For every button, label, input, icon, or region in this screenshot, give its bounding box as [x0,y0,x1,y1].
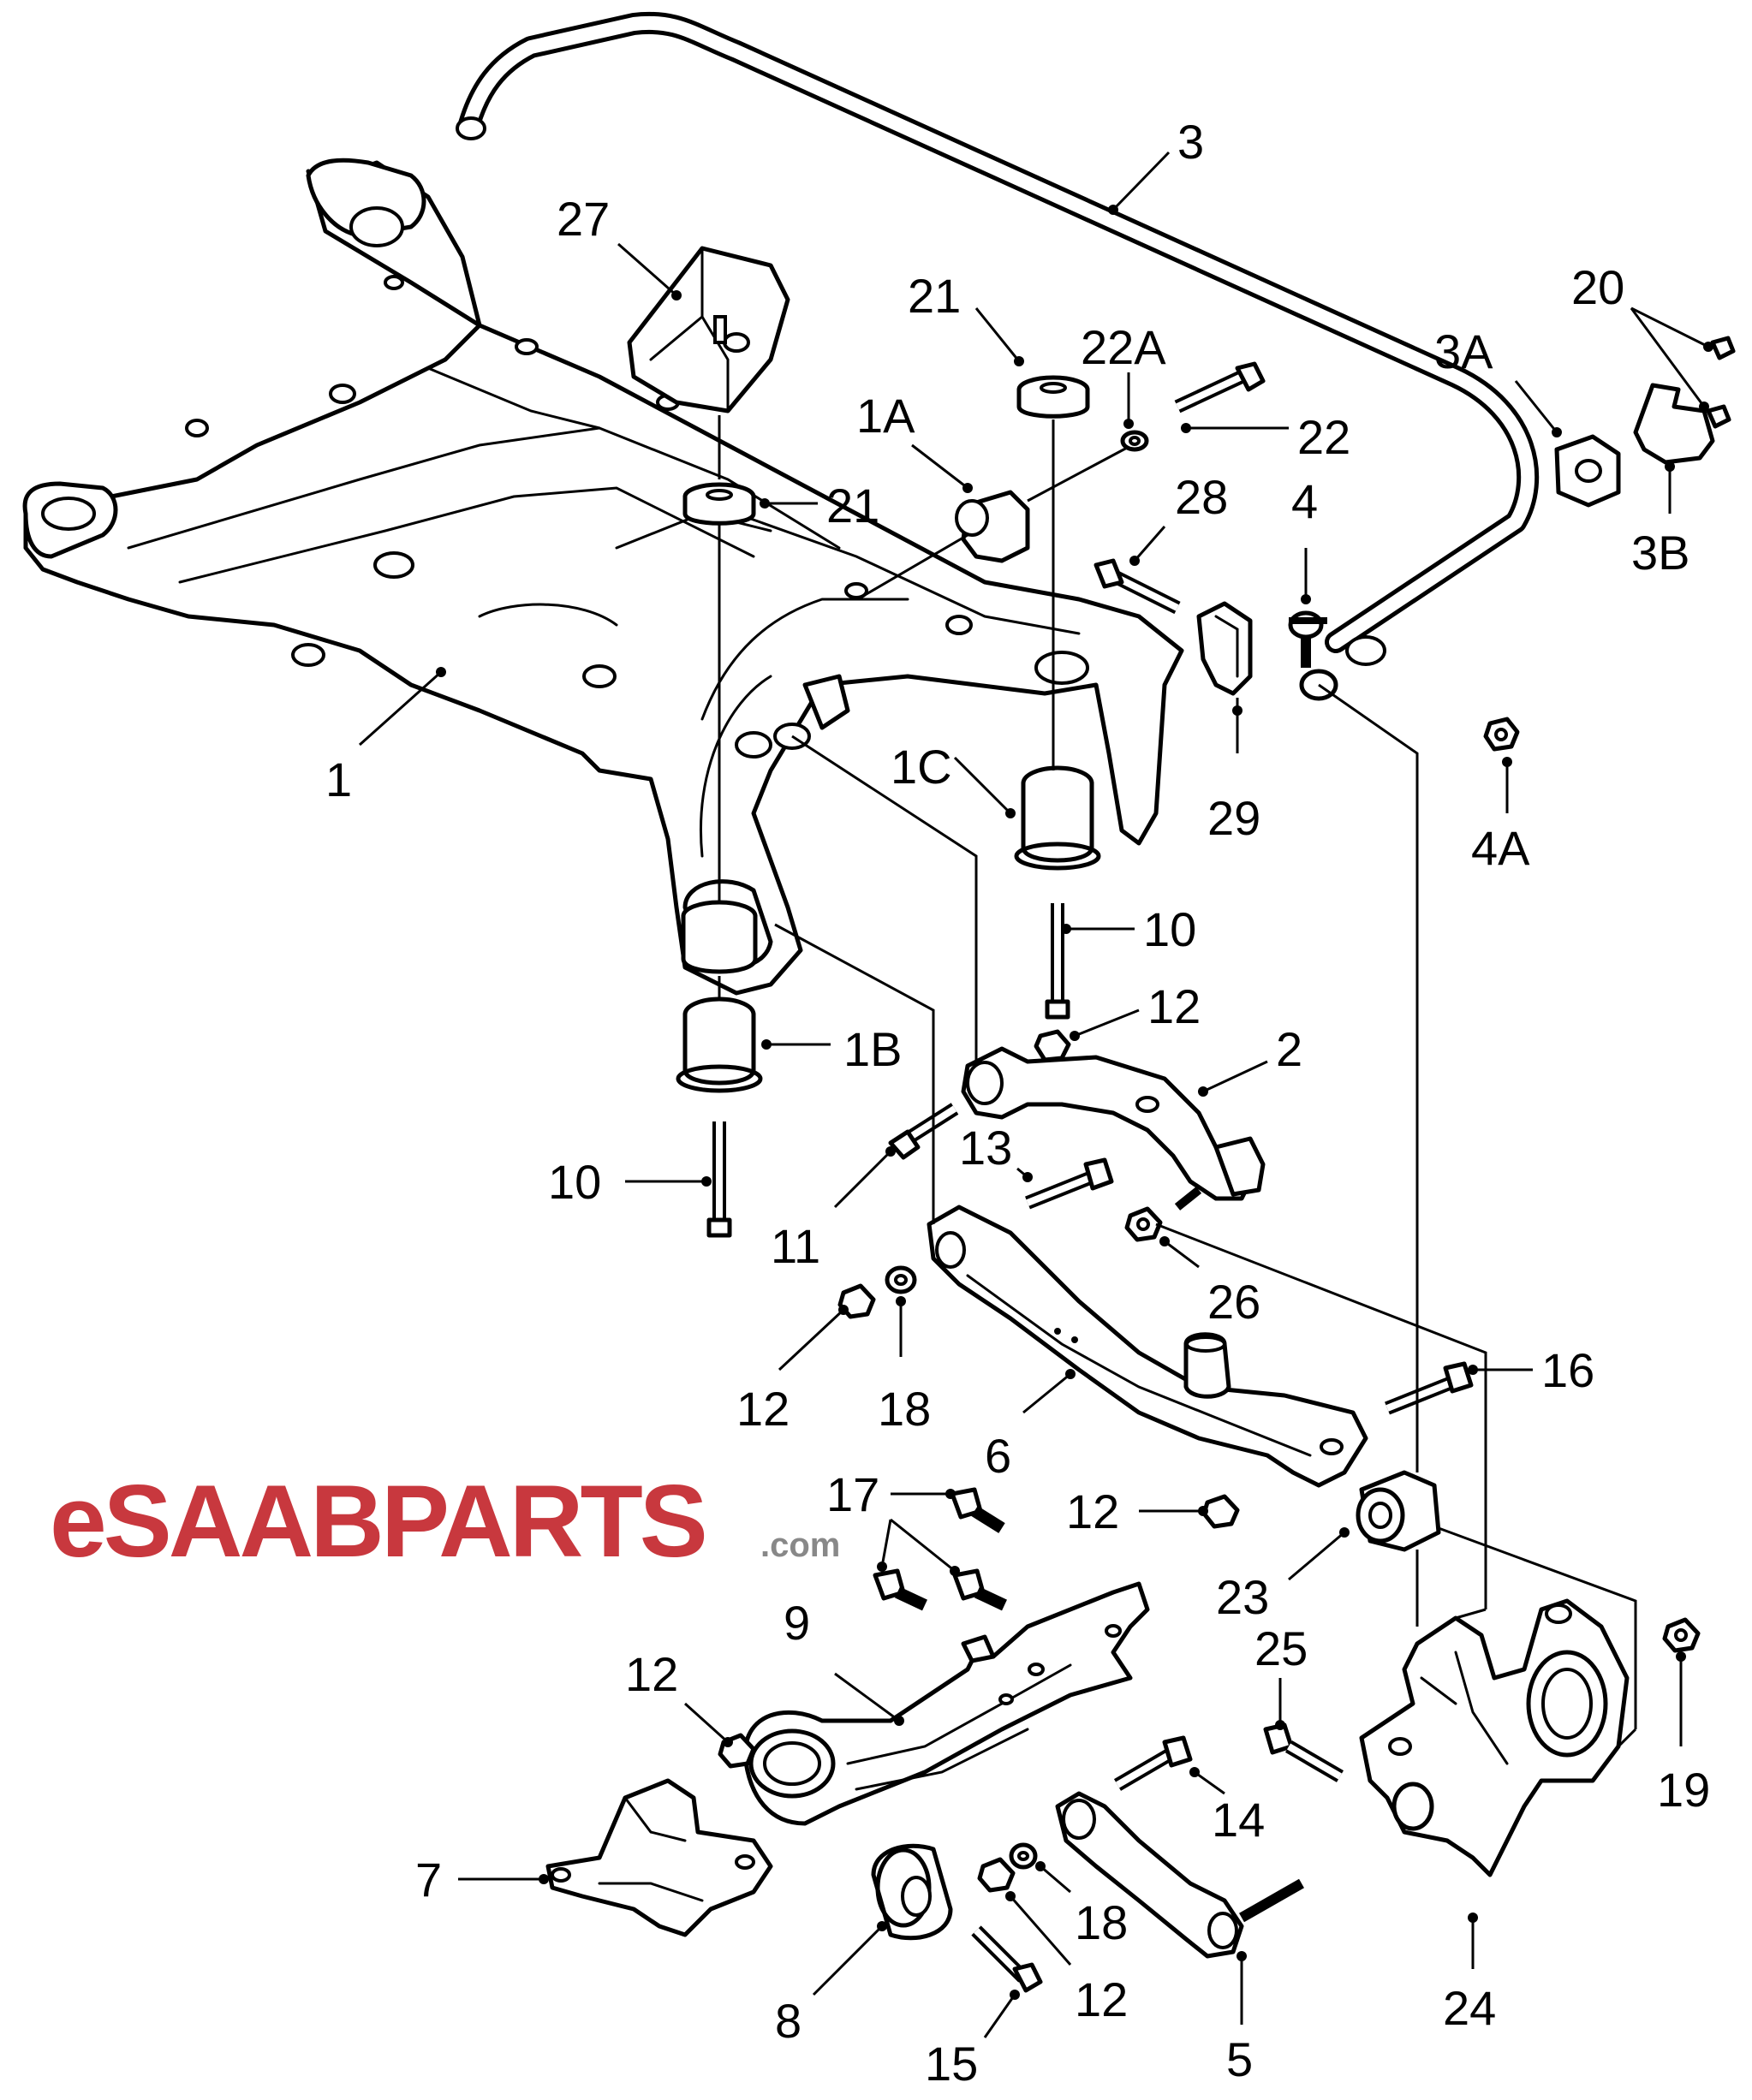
label-1: 1 [325,753,352,806]
label-3A: 3A [1434,324,1493,378]
stabilizer-bar-part-3 [456,11,1540,666]
leader-lines [358,151,1713,2038]
bracket-part-7 [545,1778,773,1937]
trailing-arm-part-9 [742,1581,1150,1826]
upper-control-arm-part-2 [961,1046,1266,1211]
label-7: 7 [415,1853,442,1907]
label-29: 29 [1207,791,1260,845]
link-part-4 [1288,610,1338,701]
logo-esaab: eSAAB [50,1464,381,1579]
esaabparts-logo: eSAAB PARTS .com [50,1464,840,1579]
nut-part-19 [1662,1617,1701,1653]
washer-part-18-lower [1009,1842,1038,1870]
label-4: 4 [1291,474,1318,528]
bushing-part-21-right [1016,375,1090,419]
label-1A: 1A [856,389,915,443]
label-19: 19 [1657,1763,1710,1817]
label-24: 24 [1443,1981,1496,2035]
bolt-part-10-left [706,1121,732,1238]
bolt-part-22 [1174,361,1266,413]
label-4A: 4A [1471,821,1530,875]
bolt-part-28 [1094,558,1181,615]
bushing-part-21-left [682,482,756,526]
label-10-right: 10 [1143,902,1196,956]
label-23: 23 [1216,1570,1269,1624]
label-12-lower-left: 12 [625,1647,678,1701]
label-1C: 1C [891,740,952,794]
bolt-part-15 [971,1925,1043,1993]
label-12-mid: 12 [736,1382,790,1436]
label-3B: 3B [1631,526,1690,580]
bolt-part-11 [888,1103,959,1160]
bolt-part-13 [1025,1157,1114,1210]
bracket-part-3B [1633,383,1715,465]
label-22A: 22A [1081,320,1166,374]
label-18-upper: 18 [878,1382,931,1436]
label-6: 6 [985,1429,1011,1483]
label-10-left: 10 [548,1155,601,1209]
knuckle-part-24 [1359,1598,1630,1877]
bolt-part-20-b [1706,404,1731,429]
label-21-left: 21 [826,479,879,532]
label-25: 25 [1254,1621,1308,1675]
label-13: 13 [959,1121,1012,1175]
bolt-part-10-right [1045,903,1070,1020]
bolt-part-16 [1385,1361,1474,1415]
label-20: 20 [1571,260,1624,314]
bolt-part-17-b [873,1568,927,1611]
bracket-part-27 [627,246,790,413]
washer-part-22A [1120,430,1149,452]
lower-control-arm-part-6 [927,1205,1368,1488]
bushing-part-8 [871,1843,953,1941]
label-15: 15 [925,2037,978,2091]
label-8: 8 [775,1994,802,2048]
bolt-part-25 [1263,1722,1344,1782]
label-26: 26 [1207,1275,1260,1329]
bushing-subframe-lower [681,900,758,974]
bracket-part-29 [1196,601,1253,696]
label-2: 2 [1276,1022,1302,1076]
label-21-right: 21 [908,269,961,323]
label-28: 28 [1175,470,1228,524]
label-5: 5 [1226,2032,1253,2086]
part-labels: 1 1A 1B 1C 2 3 3A 3B 4 4A 5 6 7 8 9 10 1… [325,115,1710,2091]
label-1B: 1B [843,1022,903,1076]
label-17: 17 [826,1467,879,1521]
logo-dotcom: .com [760,1526,840,1564]
label-27: 27 [557,192,610,246]
bushing-part-23 [1356,1470,1441,1552]
nut-part-12-lower [977,1857,1016,1893]
label-18-lower: 18 [1075,1895,1128,1949]
bushing-part-1B [676,996,763,1093]
washer-part-18-upper [885,1265,917,1294]
bolt-part-17-c [952,1568,1007,1611]
bushing-part-3A [1554,434,1621,508]
logo-parts: PARTS [381,1464,705,1579]
label-14: 14 [1212,1793,1265,1847]
label-12-upper: 12 [1147,979,1201,1033]
nut-part-26 [1124,1206,1163,1242]
bolt-part-17-a [950,1487,1005,1533]
toe-link-part-5 [1055,1791,1304,1959]
bolt-part-20-a [1710,336,1736,360]
bushing-part-1A [955,490,1030,563]
bushing-part-1C [1014,765,1101,871]
label-16: 16 [1541,1343,1594,1397]
nut-part-4A [1483,717,1520,752]
bolt-part-14 [1113,1735,1193,1791]
nut-part-12-upper [1034,1029,1071,1062]
subframe-part-1 [22,158,1184,996]
label-12-right: 12 [1066,1484,1119,1538]
label-11: 11 [771,1219,820,1273]
label-22: 22 [1297,410,1350,464]
label-9: 9 [784,1596,810,1650]
nut-part-12-right [1201,1494,1240,1529]
label-12-lower: 12 [1075,1972,1128,2026]
label-3: 3 [1177,115,1204,169]
